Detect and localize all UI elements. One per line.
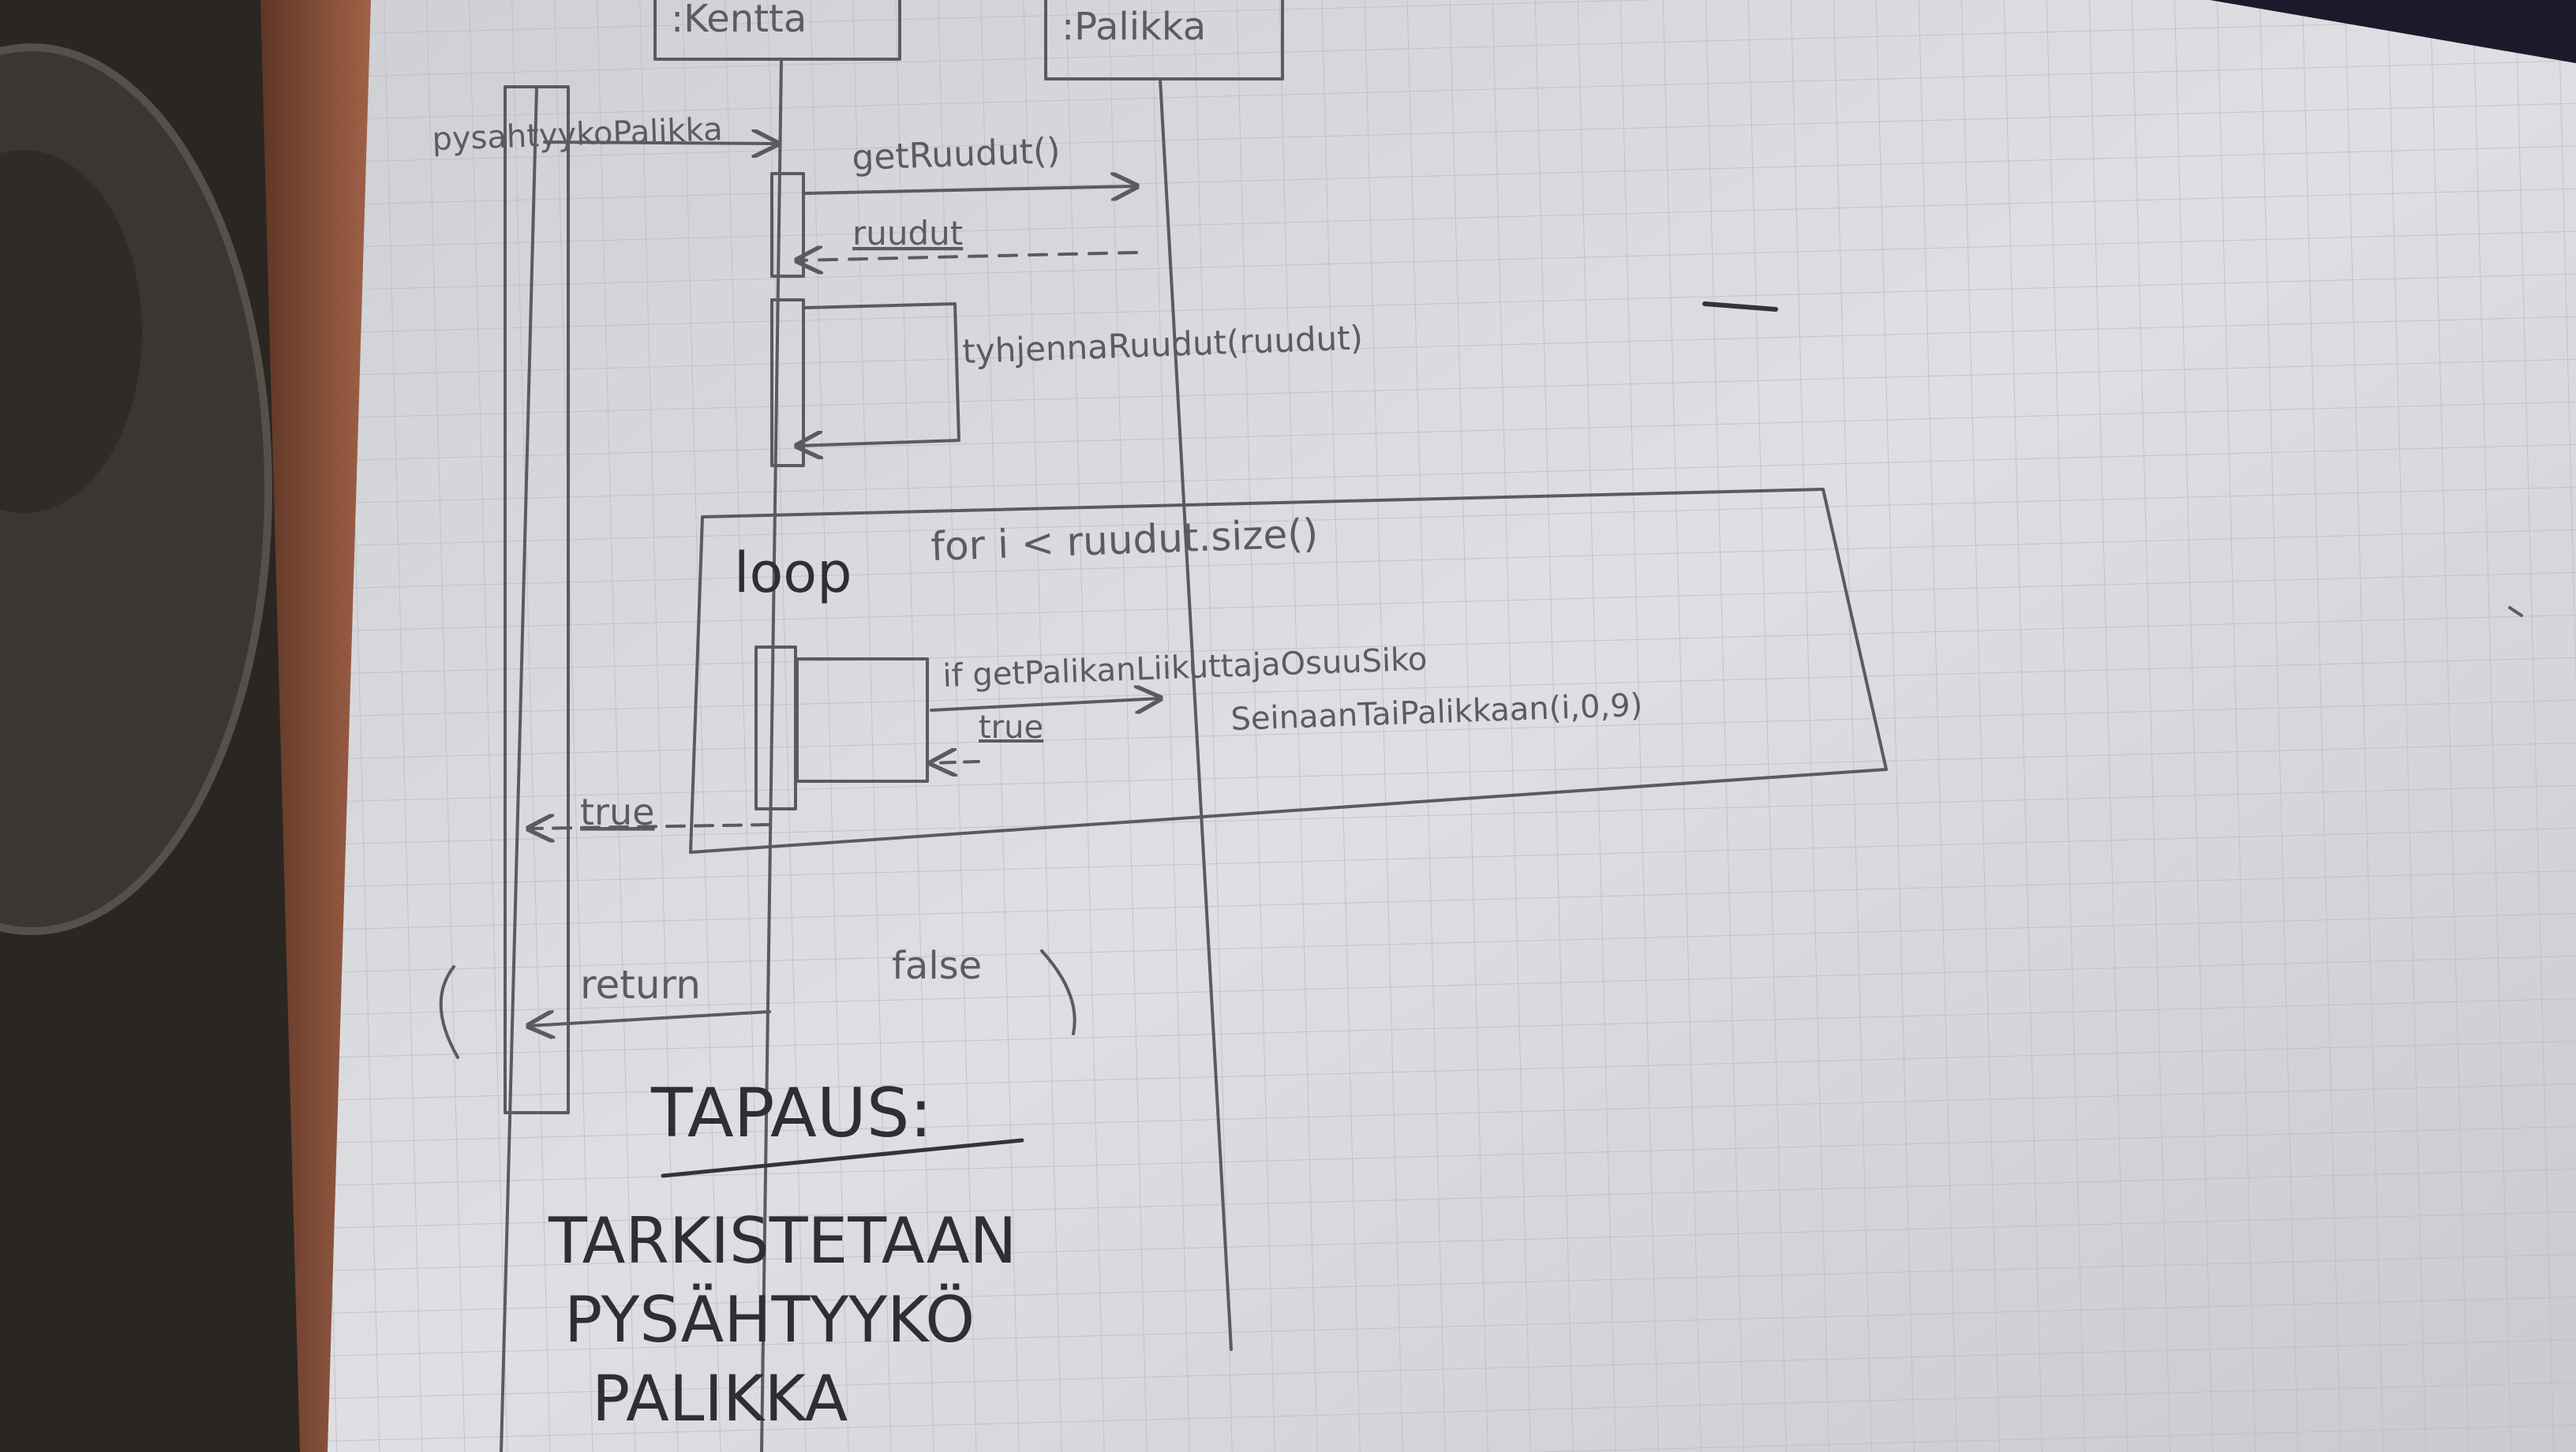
note-line-2: PYSÄHTYYKÖ	[564, 1283, 975, 1357]
note-title-underline	[661, 1138, 1024, 1178]
caller-lifeline	[500, 85, 538, 1452]
stray-mark-2	[2508, 606, 2523, 617]
loop-frame-operator: loop	[734, 541, 852, 605]
stray-mark	[1702, 301, 1778, 312]
self-call-loop	[797, 302, 960, 446]
loop-return-true-label: true	[979, 709, 1043, 746]
paper-grid	[328, 0, 2576, 1452]
kentta-activation-2	[770, 298, 805, 467]
message-get-arrow	[803, 186, 1136, 193]
message-return-ruudut-label: ruudut	[852, 214, 963, 253]
lifeline-palikka-line	[1159, 77, 1233, 1351]
return-false-label: false	[892, 944, 982, 988]
note-line-1: TARKISTETAAN	[548, 1204, 1017, 1278]
lifeline-kentta-box	[653, 0, 901, 61]
loop-return-true-arrow	[931, 762, 980, 763]
mug-rim	[0, 150, 142, 513]
kentta-activation-1	[770, 172, 805, 278]
lifeline-palikka-label: :Palikka	[1061, 5, 1206, 49]
use-case-note: TAPAUS: TARKISTETAAN PYSÄHTYYKÖ PALIKKA	[548, 1074, 1024, 1435]
message-get-label: getRuudut()	[852, 131, 1061, 178]
return-false-bracket-right	[1040, 949, 1076, 1035]
message-return-ruudut-arrow	[797, 253, 1138, 260]
lifeline-kentta-line	[760, 58, 783, 1452]
return-word-label: return	[580, 962, 701, 1008]
lifeline-kentta-label: :Kentta	[671, 0, 807, 41]
paper-shadow	[2210, 0, 2576, 63]
note-title: TAPAUS:	[650, 1074, 932, 1153]
kentta-inner-box	[796, 657, 929, 783]
loop-check-arrow	[930, 698, 1160, 710]
return-false-arrow	[529, 1010, 771, 1026]
return-false-bracket-left	[439, 965, 459, 1059]
note-line-3: PALIKKA	[592, 1362, 848, 1435]
return-true-arrow	[529, 825, 771, 829]
lifeline-palikka: :Palikka	[1044, 0, 1284, 1351]
lifeline-palikka-box	[1044, 0, 1284, 80]
loop-frame-border	[689, 488, 1888, 854]
lifeline-kentta: :Kentta	[653, 0, 901, 1452]
message-trigger-arrow	[543, 142, 777, 144]
